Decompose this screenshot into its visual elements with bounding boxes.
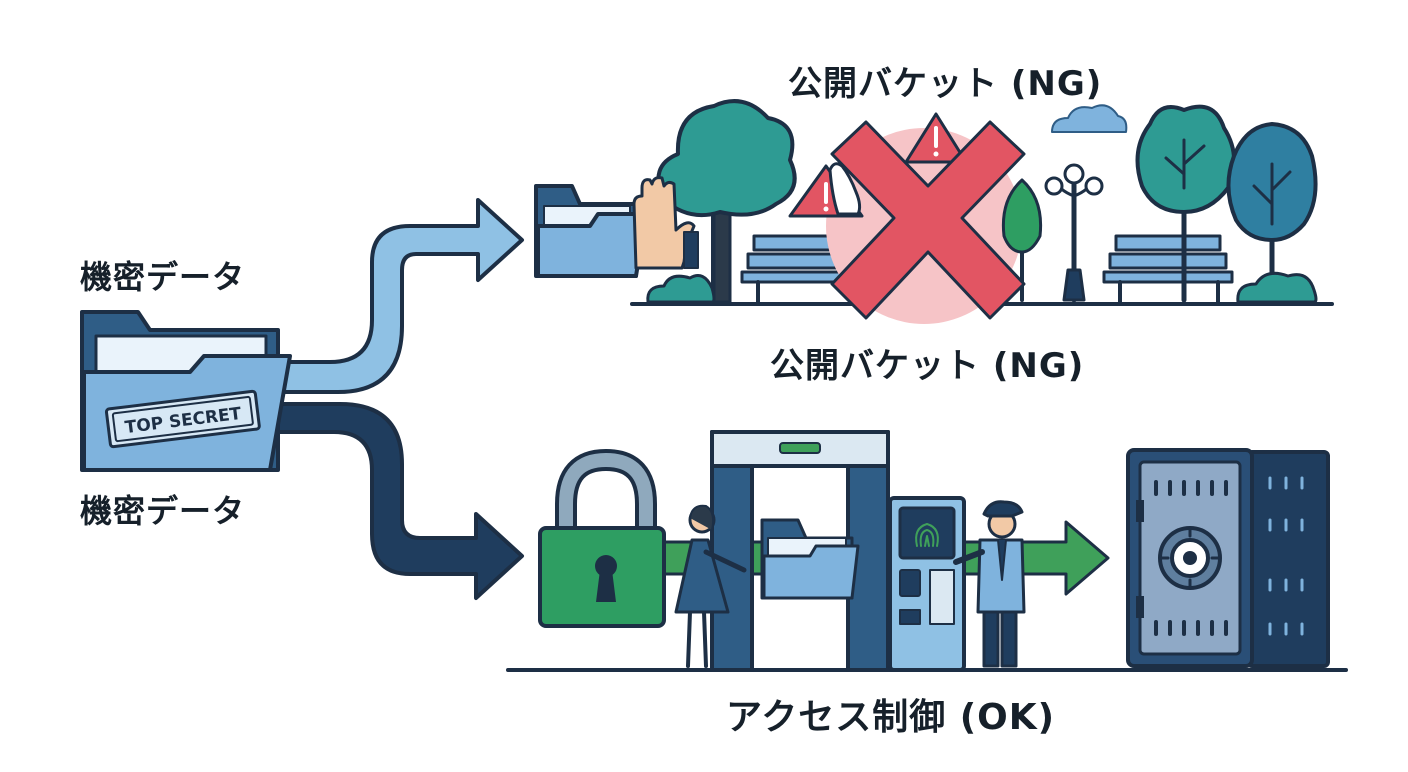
secret-data-label-bottom: 機密データ <box>80 492 246 530</box>
person-icon <box>674 504 747 668</box>
arrow-to-public-bucket <box>278 198 524 394</box>
public-park-scene <box>534 99 1334 324</box>
secret-data-label-top: 機密データ <box>80 258 246 296</box>
guard-icon <box>953 500 1026 668</box>
fingerprint-icon <box>915 523 939 547</box>
cloud-icon <box>1051 104 1128 133</box>
bush-icon <box>646 274 716 304</box>
warning-triangle-icon-top <box>904 112 968 164</box>
blocked-folder-icon <box>534 184 648 278</box>
vault-server-icon <box>1126 448 1330 668</box>
access-control-scene <box>506 430 1348 672</box>
vault-dial-icon <box>1158 526 1222 590</box>
street-lamp-icon <box>1044 163 1104 303</box>
top-secret-stamp-icon: TOP SECRET <box>104 389 261 449</box>
peeking-hand-icon <box>828 162 862 216</box>
passing-folder-icon <box>760 518 860 600</box>
small-tree-icon <box>1001 178 1043 302</box>
security-gate-icon <box>710 430 890 672</box>
arrow-to-access-control <box>268 402 524 600</box>
fingerprint-terminal-icon <box>888 496 966 672</box>
branch-arrows <box>268 198 524 600</box>
public-bucket-label-top: 公開バケット (NG) <box>788 64 1103 104</box>
padlock-icon <box>538 449 666 628</box>
access-control-label: アクセス制御 (OK) <box>726 697 1056 738</box>
hand-stop-icon <box>632 176 699 270</box>
public-bucket-label-bottom: 公開バケット (NG) <box>770 346 1085 386</box>
bush-icon-right <box>1236 271 1318 304</box>
red-x-icon <box>830 120 1026 320</box>
bench-icon-right <box>1102 234 1234 304</box>
tree-icon-right-1 <box>1135 104 1237 303</box>
tree-icon <box>656 99 797 304</box>
